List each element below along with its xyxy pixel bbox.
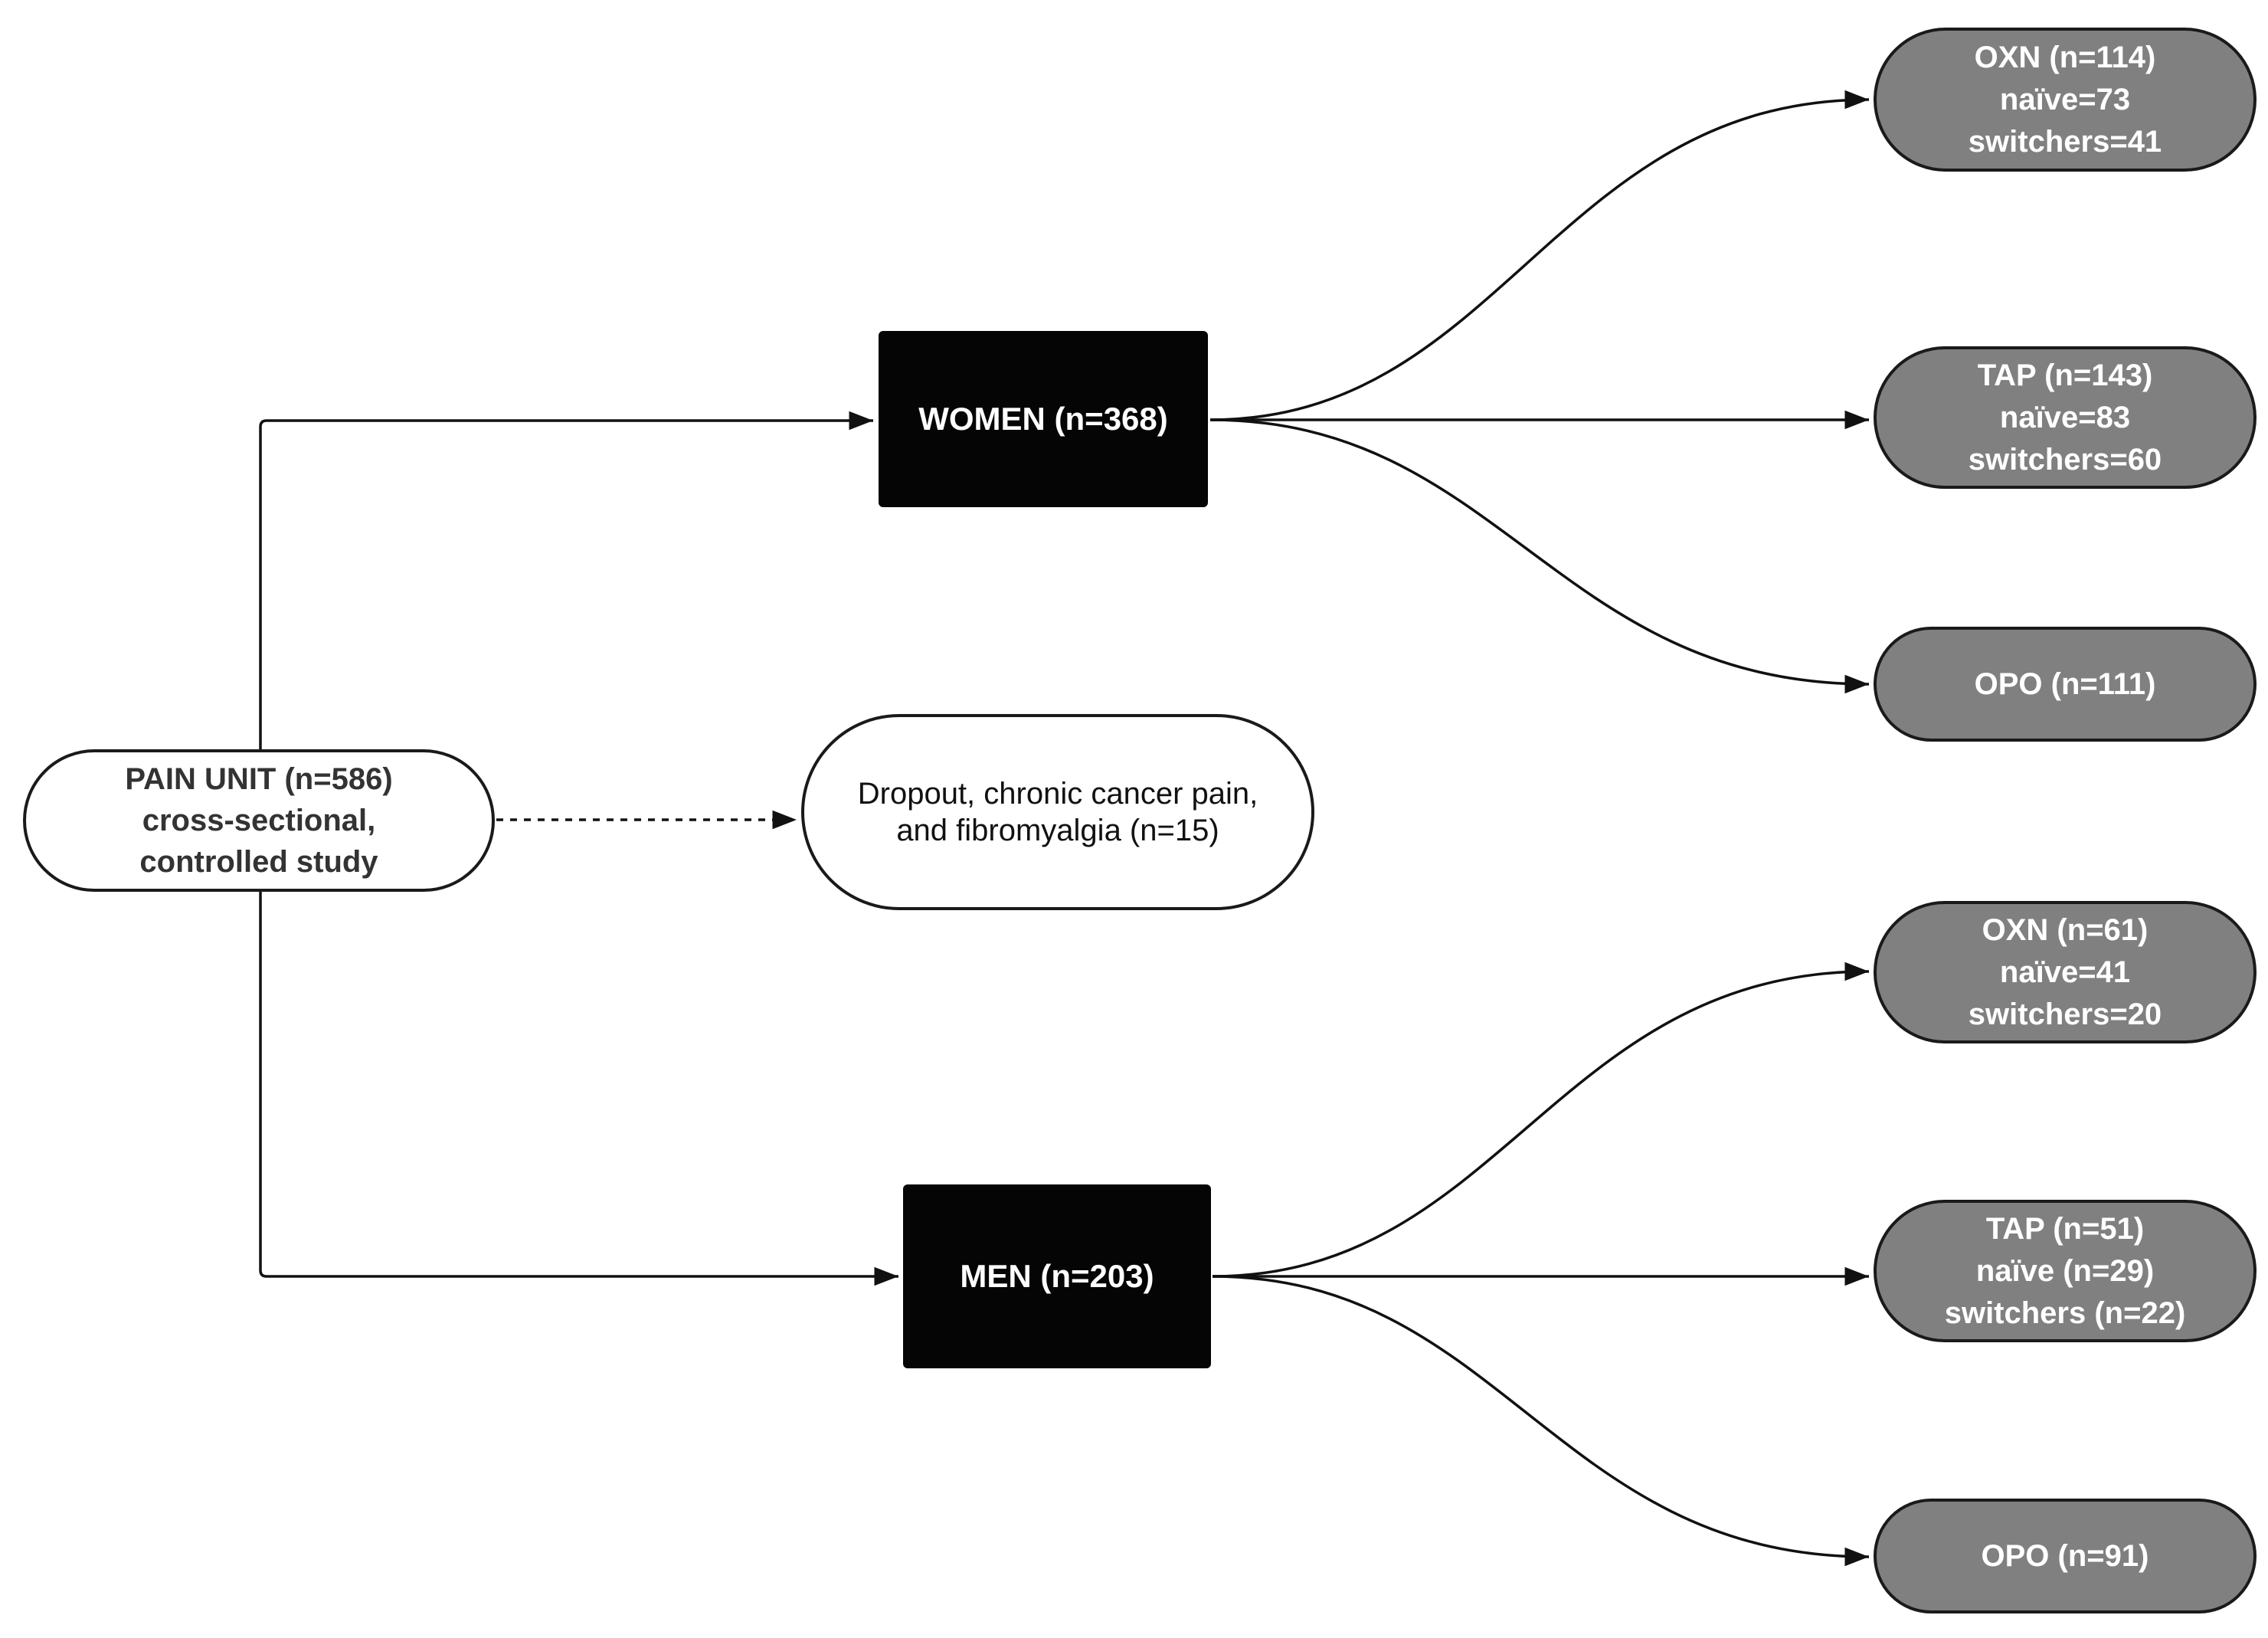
connector-women-to-oxn bbox=[1209, 90, 1870, 421]
connector-women-to-opo bbox=[1209, 418, 1870, 694]
women-tap-switchers: switchers=60 bbox=[1968, 442, 2162, 477]
women-opo-node: OPO (n=111) bbox=[1874, 627, 2257, 742]
dropout-line-2: and fibromyalgia (n=15) bbox=[896, 814, 1219, 847]
women-tap-naive: naïve=83 bbox=[1999, 400, 2131, 434]
connector-pain-to-men bbox=[259, 892, 898, 1286]
men-tap-naive: naïve (n=29) bbox=[1975, 1253, 2155, 1288]
pain-unit-line-2: cross-sectional, bbox=[142, 804, 376, 837]
men-oxn-title: OXN (n=61) bbox=[1982, 912, 2149, 947]
women-tap-node: TAP (n=143) naïve=83 switchers=60 bbox=[1874, 346, 2257, 489]
women-oxn-node: OXN (n=114) naïve=73 switchers=41 bbox=[1874, 28, 2257, 172]
women-oxn-switchers: switchers=41 bbox=[1968, 124, 2162, 159]
pain-unit-line-1: PAIN UNIT (n=586) bbox=[125, 762, 393, 796]
men-group-box: MEN (n=203) bbox=[903, 1184, 1211, 1368]
men-oxn-switchers: switchers=20 bbox=[1968, 997, 2162, 1031]
connector-men-to-opo bbox=[1212, 1275, 1870, 1567]
men-oxn-naive: naïve=41 bbox=[1999, 955, 2131, 989]
women-group-box: WOMEN (n=368) bbox=[879, 331, 1208, 507]
connector-pain-to-women bbox=[259, 411, 873, 749]
men-tap-title: TAP (n=51) bbox=[1985, 1211, 2145, 1246]
men-tap-node: TAP (n=51) naïve (n=29) switchers (n=22) bbox=[1874, 1200, 2257, 1342]
women-oxn-title: OXN (n=114) bbox=[1974, 40, 2156, 74]
men-group-label: MEN (n=203) bbox=[960, 1258, 1154, 1294]
women-group-label: WOMEN (n=368) bbox=[918, 401, 1168, 437]
pain-unit-line-3: controlled study bbox=[139, 845, 378, 879]
dropout-node: Dropout, chronic cancer pain, and fibrom… bbox=[801, 714, 1314, 910]
men-tap-switchers: switchers (n=22) bbox=[1944, 1296, 2186, 1330]
connector-men-to-oxn bbox=[1212, 962, 1870, 1278]
women-opo-title: OPO (n=111) bbox=[1974, 667, 2156, 701]
dropout-line-1: Dropout, chronic cancer pain, bbox=[857, 777, 1258, 811]
women-tap-title: TAP (n=143) bbox=[1977, 358, 2153, 392]
men-opo-title: OPO (n=91) bbox=[1981, 1538, 2149, 1573]
women-oxn-naive: naïve=73 bbox=[1999, 82, 2131, 116]
pain-unit-node: PAIN UNIT (n=586) cross-sectional, contr… bbox=[23, 749, 495, 892]
men-opo-node: OPO (n=91) bbox=[1874, 1499, 2257, 1613]
men-oxn-node: OXN (n=61) naïve=41 switchers=20 bbox=[1874, 901, 2257, 1043]
